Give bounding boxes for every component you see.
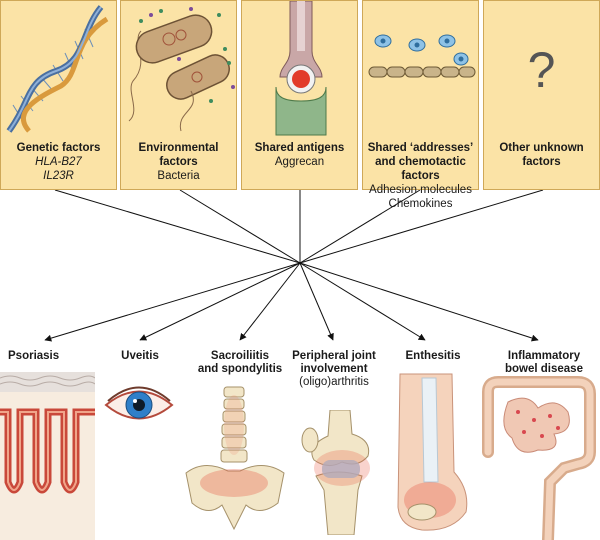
genetic-title: Genetic factors — [16, 142, 101, 154]
box-genetic-factors: Genetic factors HLA-B27 IL23R — [0, 0, 117, 190]
addresses-item-chemokines: Chemokines — [388, 198, 453, 210]
addresses-title-1: Shared ‘addresses’ — [367, 142, 474, 154]
antigens-title: Shared antigens — [254, 142, 345, 154]
uveitis-title: Uveitis — [121, 350, 159, 362]
unknown-title-2: factors — [522, 156, 561, 168]
ray-environmental — [179, 189, 301, 264]
antigens-item-aggrecan: Aggrecan — [274, 156, 325, 168]
genetic-item-hla: HLA-B27 — [35, 156, 82, 168]
label-enthesitis: Enthesitis — [398, 350, 468, 363]
arrow-peripheral — [299, 262, 334, 341]
box-shared-antigens: Shared antigens Aggrecan — [241, 0, 358, 190]
environmental-title-2: factors — [159, 156, 198, 168]
eye-illustration — [104, 386, 174, 420]
sacroiliitis-title-1: Sacroiliitis — [210, 350, 270, 362]
addresses-title-2: and chemotactic — [375, 156, 466, 168]
ray-unknown — [299, 189, 544, 264]
heel-enthesis-illustration — [397, 373, 468, 531]
ray-genetic — [54, 189, 301, 264]
enthesitis-title: Enthesitis — [405, 350, 461, 362]
box-shared-addresses: Shared ‘addresses’ and chemotactic facto… — [362, 0, 479, 210]
ibd-title-1: Inflammatory — [507, 350, 581, 362]
adhesion-cells-icon — [368, 34, 476, 78]
label-sacroiliitis: Sacroiliitis and spondylitis — [190, 350, 290, 376]
intestine-illustration — [482, 376, 596, 540]
ibd-title-2: bowel disease — [505, 363, 583, 375]
psoriasis-title: Psoriasis — [8, 350, 60, 362]
arrow-uveitis — [139, 262, 301, 341]
skin-section-illustration — [0, 372, 95, 540]
environmental-title-1: Environmental — [138, 142, 219, 154]
peripheral-title-2: involvement — [300, 363, 368, 375]
sacroiliitis-title-2: and spondylitis — [197, 363, 283, 375]
spine-pelvis-illustration — [185, 386, 285, 531]
bacteria-icon — [128, 7, 235, 132]
dna-helix-icon — [6, 5, 109, 133]
arrow-ibd — [299, 262, 539, 342]
box-environmental-factors: Environmental factors Bacteria — [120, 0, 237, 190]
addresses-title-3: factors — [401, 170, 440, 182]
environmental-item-bacteria: Bacteria — [157, 170, 200, 182]
addresses-item-adhesion: Adhesion molecules — [369, 184, 472, 196]
arrow-psoriasis — [44, 262, 301, 342]
label-peripheral-joint: Peripheral joint involvement (oligo)arth… — [284, 350, 384, 389]
genetic-item-il23r: IL23R — [43, 170, 74, 182]
ray-addresses — [299, 189, 421, 264]
arrow-enthesitis — [299, 262, 426, 341]
peripheral-title-1: Peripheral joint — [292, 350, 376, 362]
peripheral-subtitle: (oligo)arthritis — [299, 376, 369, 388]
arrow-sacroiliitis — [239, 262, 301, 341]
unknown-title-1: Other unknown — [499, 142, 584, 154]
label-psoriasis: Psoriasis — [8, 350, 78, 363]
label-uveitis: Uveitis — [110, 350, 170, 363]
knee-joint-illustration — [301, 410, 370, 535]
question-mark-icon: ? — [527, 42, 556, 98]
box-other-unknown: ? Other unknown factors — [483, 0, 600, 190]
label-ibd: Inflammatory bowel disease — [494, 350, 594, 376]
antigen-receptor-icon — [275, 1, 327, 136]
